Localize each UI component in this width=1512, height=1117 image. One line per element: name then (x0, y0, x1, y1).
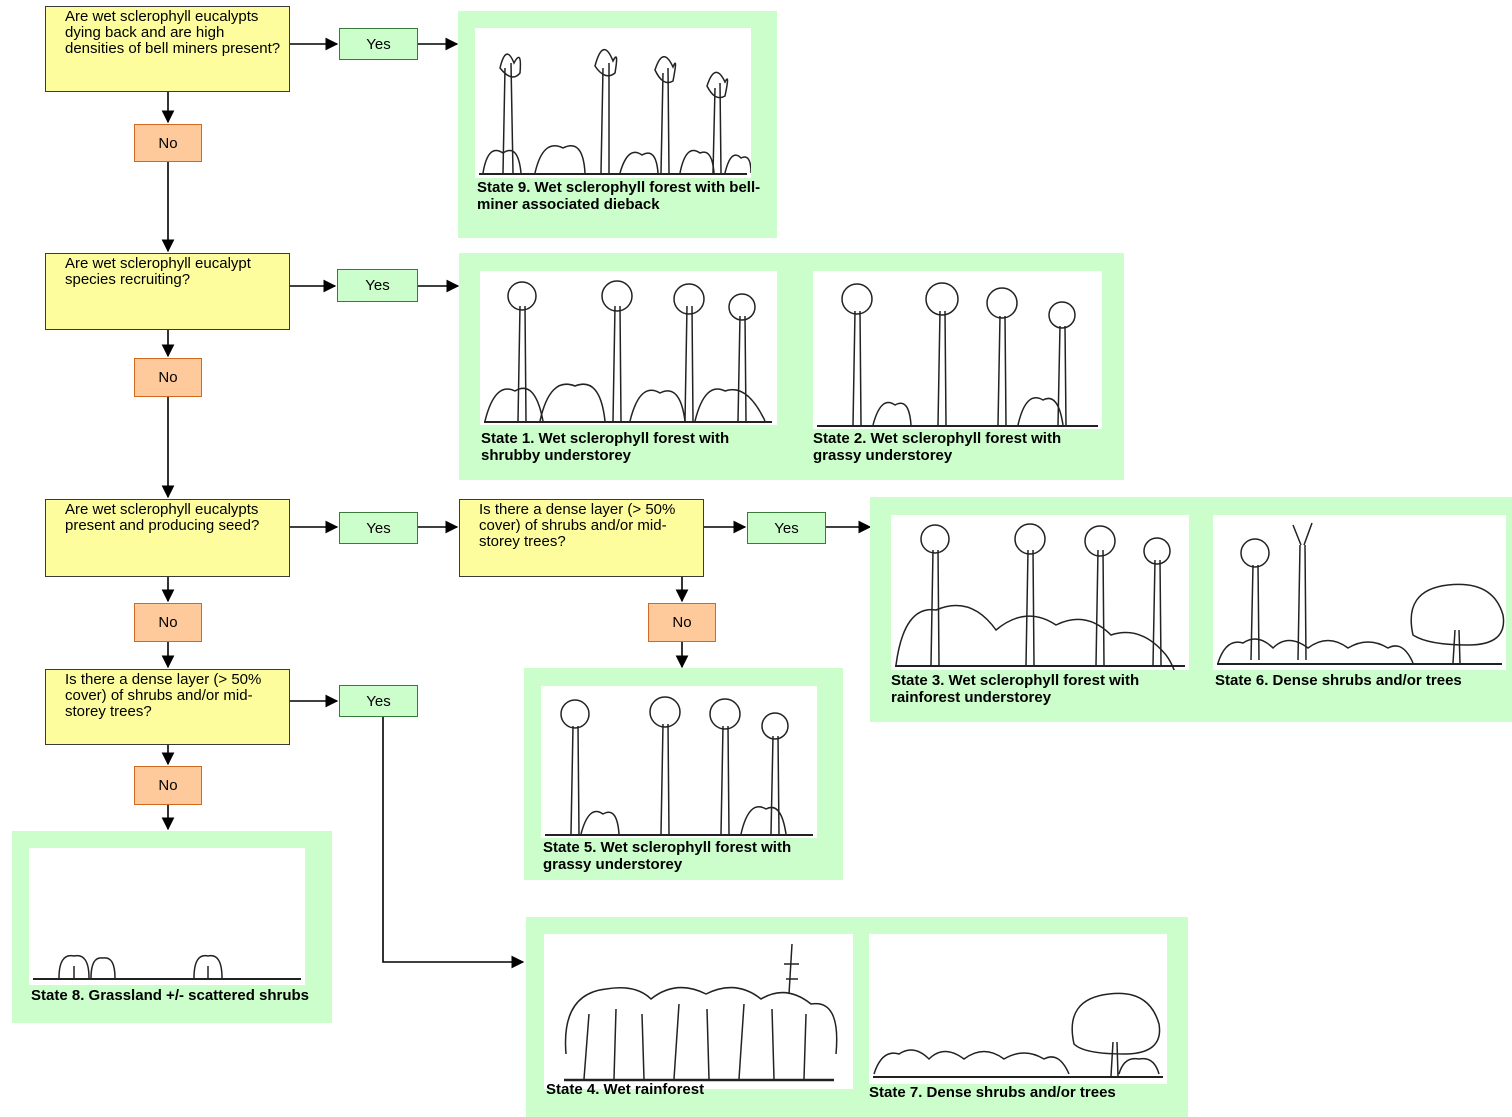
illustration-wet-rainforest (544, 934, 853, 1089)
panel-state-9: State 9. Wet sclerophyll forest with bel… (458, 11, 777, 238)
caption-state-3: State 3. Wet sclerophyll forest with rai… (891, 672, 1140, 706)
question-eucalypt-recruiting: Are wet sclerophyll eucalypt species rec… (45, 253, 290, 330)
illustration-rainforest-understorey (891, 515, 1189, 670)
illustration-grassy-understorey-5 (541, 686, 817, 838)
question-dense-layer-left: Is there a dense layer (> 50% cover) of … (45, 669, 290, 745)
panel-state-8: State 8. Grassland +/- scattered shrubs (12, 831, 332, 1023)
illustration-dense-shrubs-7 (869, 934, 1167, 1084)
tall-trees-dieback-drawing (479, 49, 751, 175)
yes-box-q2: Yes (337, 269, 418, 302)
illustration-dieback-forest (475, 28, 751, 178)
caption-state-4: State 4. Wet rainforest (546, 1081, 705, 1098)
question-dense-layer-right: Is there a dense layer (> 50% cover) of … (459, 499, 704, 577)
caption-state-6: State 6. Dense shrubs and/or trees (1215, 672, 1462, 689)
illustration-shrubby-understorey (480, 271, 777, 425)
caption-state-2: State 2. Wet sclerophyll forest with gra… (813, 430, 1062, 464)
question-eucalypt-seed: Are wet sclerophyll eucalypts present an… (45, 499, 290, 577)
question-text: Are wet sclerophyll eucalypt species rec… (65, 255, 251, 288)
yes-box-q5: Yes (747, 512, 826, 544)
illustration-dense-shrubs-6 (1213, 515, 1506, 670)
yes-box-q1: Yes (339, 28, 418, 60)
question-text: Is there a dense layer (> 50% cover) of … (65, 671, 262, 720)
caption-state-8: State 8. Grassland +/- scattered shrubs (31, 987, 310, 1004)
no-box-q5: No (648, 603, 716, 642)
panel-states-1-2: State 1. Wet sclerophyll forest with shr… (459, 253, 1124, 480)
illustration-grassy-understorey (813, 271, 1102, 429)
yes-box-q3: Yes (339, 512, 418, 544)
question-bell-miner-dieback: Are wet sclerophyll eucalypts dying back… (45, 6, 290, 92)
yes-box-q4: Yes (339, 685, 418, 717)
panel-states-4-7: State 4. Wet rainforest State 7. Dense s… (526, 917, 1188, 1117)
caption-state-7: State 7. Dense shrubs and/or trees (869, 1084, 1116, 1101)
panel-state-5: State 5. Wet sclerophyll forest with gra… (524, 668, 843, 880)
no-box-q4: No (134, 766, 202, 805)
no-box-q3: No (134, 603, 202, 642)
panel-states-3-6: State 3. Wet sclerophyll forest with rai… (870, 497, 1512, 722)
question-text: Is there a dense layer (> 50% cover) of … (479, 501, 676, 550)
no-box-q1: No (134, 124, 202, 162)
illustration-grassland (29, 848, 305, 985)
caption-state-9: State 9. Wet sclerophyll forest with bel… (477, 179, 761, 213)
question-text: Are wet sclerophyll eucalypts dying back… (65, 8, 281, 57)
caption-state-5: State 5. Wet sclerophyll forest with gra… (543, 839, 792, 873)
caption-state-1: State 1. Wet sclerophyll forest with shr… (481, 430, 730, 464)
question-text: Are wet sclerophyll eucalypts present an… (65, 501, 260, 534)
no-box-q2: No (134, 358, 202, 397)
